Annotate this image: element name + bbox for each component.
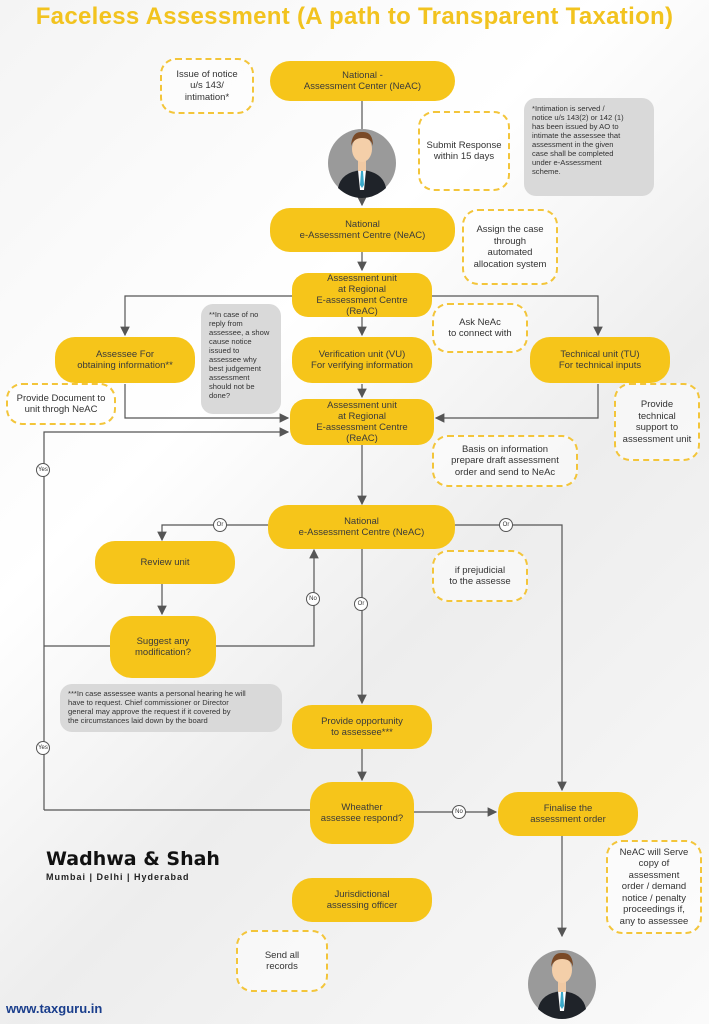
- yes-circle: Yes: [36, 463, 50, 477]
- technical-unit-box: Technical unit (TU) For technical inputs: [530, 337, 670, 383]
- ask-neac-note: Ask NeAc to connect with: [432, 303, 528, 353]
- suggest-modification-box: Suggest any modification?: [110, 616, 216, 678]
- technical-support-note: Provide technical support to assessment …: [614, 383, 700, 461]
- jao-box: Jurisdictional assessing officer: [292, 878, 432, 922]
- person-avatar-icon: [328, 129, 396, 198]
- assign-case-note: Assign the case through automated alloca…: [462, 209, 558, 285]
- brand-cities: Mumbai | Delhi | Hyderabad: [46, 872, 190, 882]
- send-records-note: Send all records: [236, 930, 328, 992]
- or-circle: Or: [354, 597, 368, 611]
- reac-first-box: Assessment unit at Regional E-assessment…: [292, 273, 432, 317]
- brand-name: Wadhwa & Shah: [46, 848, 220, 870]
- finalise-order-box: Finalise the assessment order: [498, 792, 638, 836]
- page-title: Faceless Assessment (A path to Transpare…: [35, 3, 674, 30]
- neac-second-box: National e-Assessment Centre (NeAC): [270, 208, 455, 252]
- person-avatar-icon: [528, 950, 596, 1019]
- no-circle: No: [452, 805, 466, 819]
- review-unit-box: Review unit: [95, 541, 235, 584]
- serve-copy-note: NeAC will Serve copy of assessment order…: [606, 840, 702, 934]
- intimation-note: *Intimation is served / notice u/s 143(2…: [524, 98, 654, 196]
- no-circle: No: [306, 592, 320, 606]
- neac-top-box: National - Assessment Center (NeAC): [270, 61, 455, 101]
- neac-third-box: National e-Assessment Centre (NeAC): [268, 505, 455, 549]
- verification-unit-box: Verification unit (VU) For verifying inf…: [292, 337, 432, 383]
- issue-notice-note: Issue of notice u/s 143/ intimation*: [160, 58, 254, 114]
- assessee-respond-box: Wheather assessee respond?: [310, 782, 414, 844]
- site-watermark: www.taxguru.in: [6, 1001, 103, 1016]
- provide-document-note: Provide Document to unit throgh NeAC: [6, 383, 116, 425]
- assessee-info-box: Assessee For obtaining information**: [55, 337, 195, 383]
- brand-block: Wadhwa & Shah Mumbai | Delhi | Hyderabad: [46, 848, 220, 882]
- provide-opportunity-box: Provide opportunity to assessee***: [292, 705, 432, 749]
- prejudicial-note: if prejudicial to the assesse: [432, 550, 528, 602]
- reac-second-box: Assessment unit at Regional E-assessment…: [290, 399, 434, 445]
- draft-order-note: Basis on information prepare draft asses…: [432, 435, 578, 487]
- or-circle: Or: [499, 518, 513, 532]
- personal-hearing-note: ***In case assessee wants a personal hea…: [60, 684, 282, 732]
- no-reply-note: **In case of no reply from assessee, a s…: [201, 304, 281, 414]
- yes-circle: Yes: [36, 741, 50, 755]
- or-circle: Or: [213, 518, 227, 532]
- submit-response-note: Submit Response within 15 days: [418, 111, 510, 191]
